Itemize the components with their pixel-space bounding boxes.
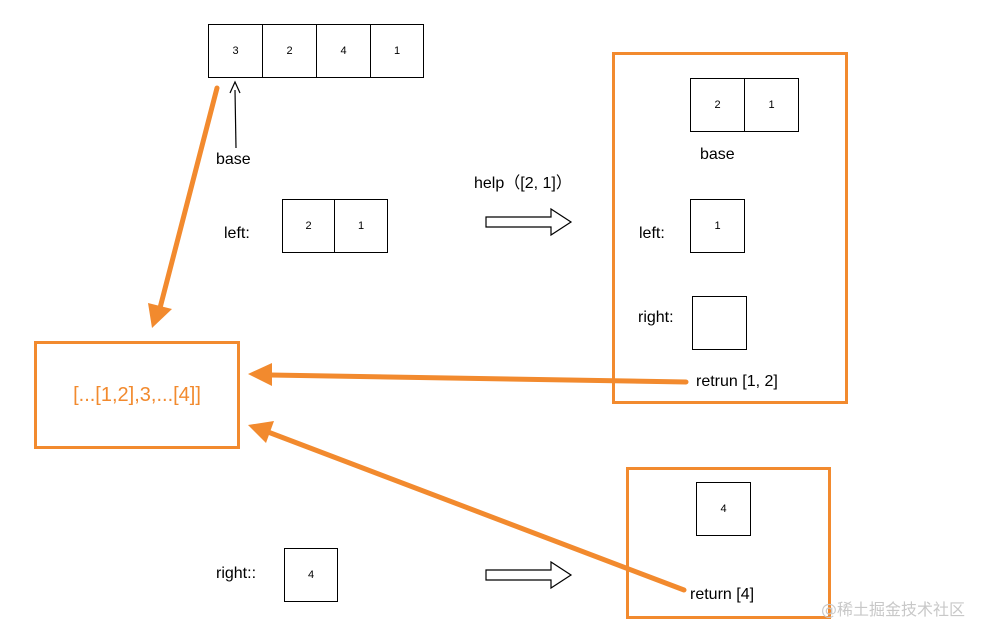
base-label: base <box>216 151 251 168</box>
sub2-return-text: return [4] <box>690 586 755 603</box>
sub1-right-label: right: <box>638 309 674 326</box>
top-array-cell: 2 <box>262 24 317 78</box>
right-label: right:: <box>216 565 257 582</box>
sub1-left-array-cell: 1 <box>690 199 745 253</box>
recursive-call-box-left <box>612 52 848 404</box>
help-call-label: help（[2, 1]） <box>474 175 572 192</box>
sub1-right-array-cell <box>692 296 747 350</box>
orange-arrow-right-return <box>248 421 687 593</box>
orange-arrow-left-return <box>248 363 689 386</box>
left-array-cell: 2 <box>282 199 335 253</box>
right-array-cell: 4 <box>284 548 338 602</box>
top-array-cell: 1 <box>370 24 424 78</box>
sub1-left-label: left: <box>639 225 665 242</box>
sub2-array-cell: 4 <box>696 482 751 536</box>
sub1-base-label: base <box>700 146 735 163</box>
sub1-array-cell: 2 <box>690 78 745 132</box>
result-box <box>34 341 240 449</box>
base-pointer-arrow <box>229 80 241 149</box>
left-array-cell: 1 <box>334 199 388 253</box>
hollow-arrow-right <box>485 560 573 590</box>
watermark: @稀土掘金技术社区 <box>820 600 965 619</box>
left-label: left: <box>224 225 250 242</box>
sub1-array-cell: 1 <box>744 78 799 132</box>
recursive-call-box-right <box>626 467 831 619</box>
result-text: [...[1,2],3,...[4]] <box>73 383 201 406</box>
orange-arrow-base-to-result <box>148 85 220 328</box>
top-array-cell: 3 <box>208 24 263 78</box>
hollow-arrow-help <box>485 207 573 237</box>
sub1-return-text: retrun [1, 2] <box>696 373 778 390</box>
